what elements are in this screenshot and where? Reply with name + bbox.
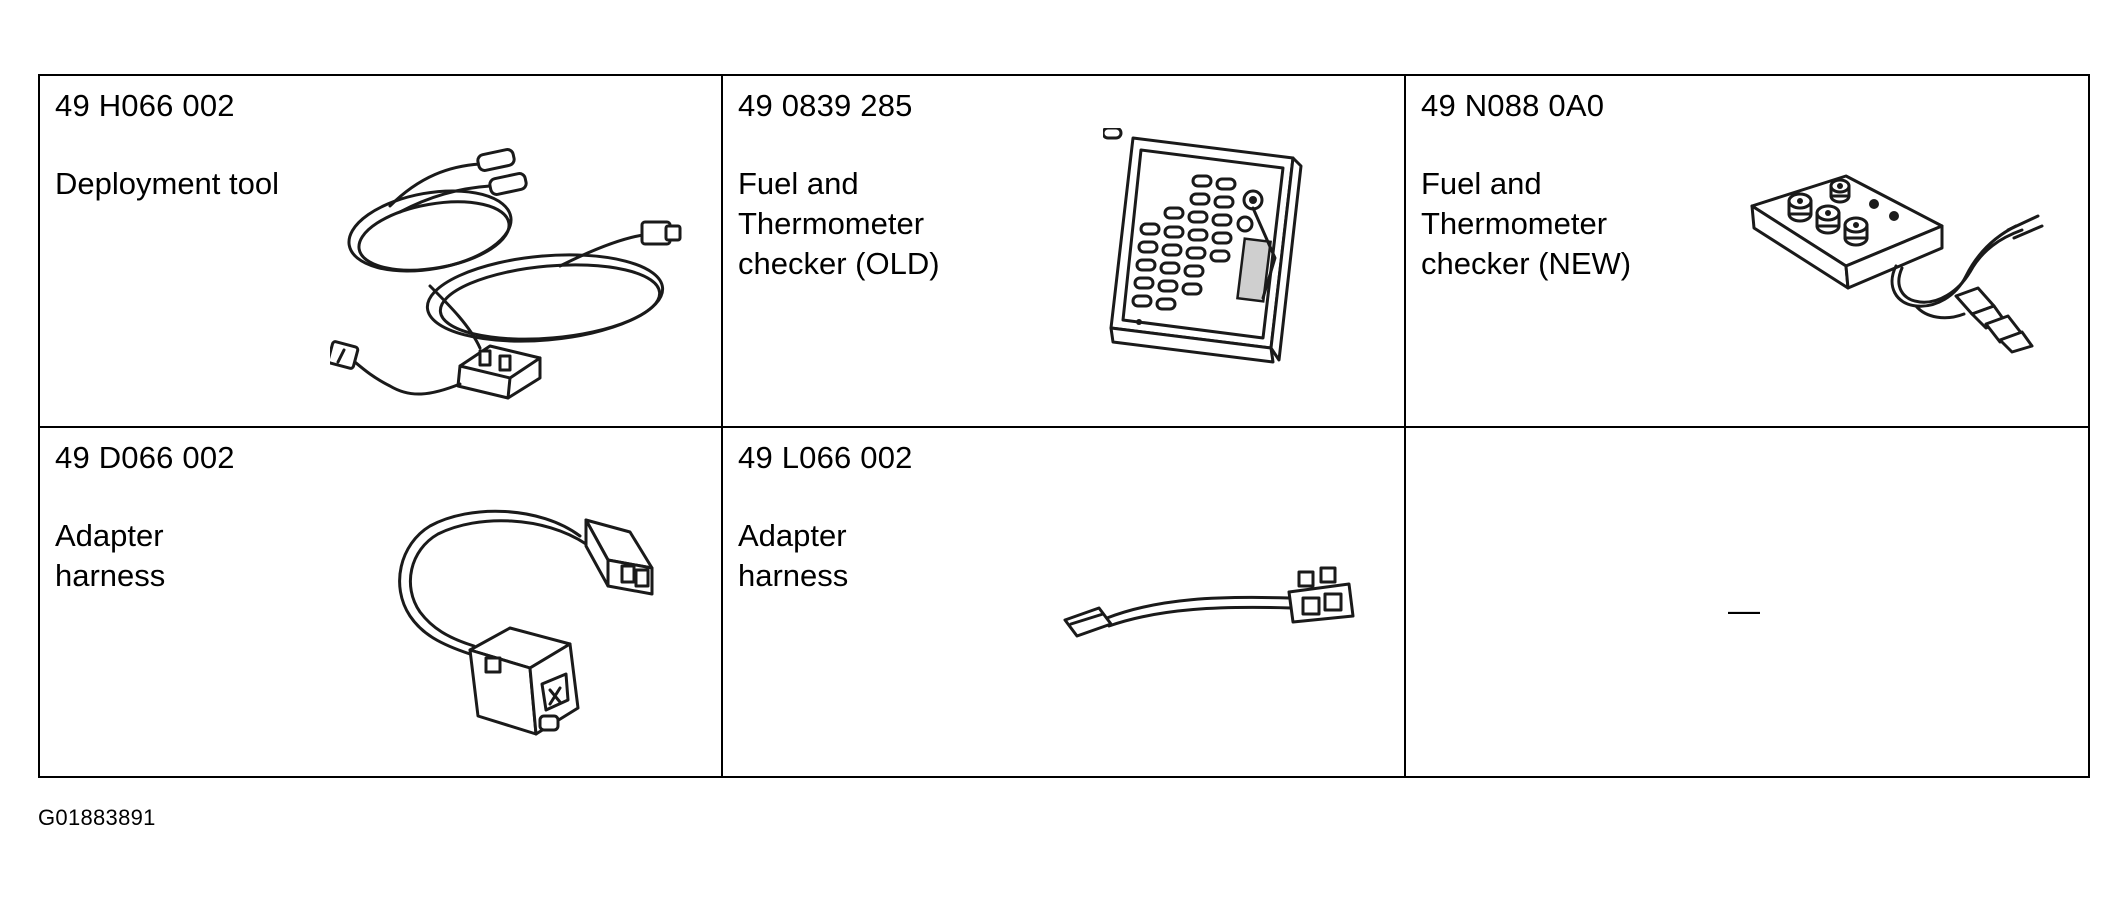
empty-placeholder-dash: — bbox=[1728, 592, 1760, 628]
part-number: 49 H066 002 bbox=[55, 88, 235, 123]
fuel-thermometer-checker-old-drawing bbox=[1103, 128, 1313, 368]
deployment-tool-drawing bbox=[330, 126, 690, 416]
figure-id: G01883891 bbox=[38, 805, 156, 830]
tool-cell-adapter-harness-l066: 49 L066 002 Adapter harness bbox=[723, 428, 1406, 776]
tool-description: Fuel and Thermometer checker (OLD) bbox=[738, 166, 940, 281]
special-tools-table: 49 H066 002 Deployment tool bbox=[38, 74, 2090, 778]
tool-cell-adapter-harness-d066: 49 D066 002 Adapter harness bbox=[40, 428, 723, 776]
tool-description: Deployment tool bbox=[55, 166, 280, 201]
adapter-harness-d066-drawing bbox=[390, 486, 660, 756]
tool-cell-empty: — bbox=[1406, 428, 2088, 776]
part-number: 49 D066 002 bbox=[55, 440, 235, 475]
part-number: 49 N088 0A0 bbox=[1421, 88, 1605, 123]
tool-cell-checker-new: 49 N088 0A0 Fuel and Thermometer checker… bbox=[1406, 76, 2088, 428]
part-number: 49 0839 285 bbox=[738, 88, 913, 123]
tool-cell-deployment-tool: 49 H066 002 Deployment tool bbox=[40, 76, 723, 428]
tool-description: Fuel and Thermometer checker (NEW) bbox=[1421, 166, 1632, 281]
fuel-thermometer-checker-new-drawing bbox=[1746, 156, 2046, 356]
tool-description: Adapter harness bbox=[738, 518, 849, 593]
part-number: 49 L066 002 bbox=[738, 440, 913, 475]
tool-cell-checker-old: 49 0839 285 Fuel and Thermometer checker… bbox=[723, 76, 1406, 428]
adapter-harness-l066-drawing bbox=[1059, 538, 1379, 648]
tool-description: Adapter harness bbox=[55, 518, 166, 593]
